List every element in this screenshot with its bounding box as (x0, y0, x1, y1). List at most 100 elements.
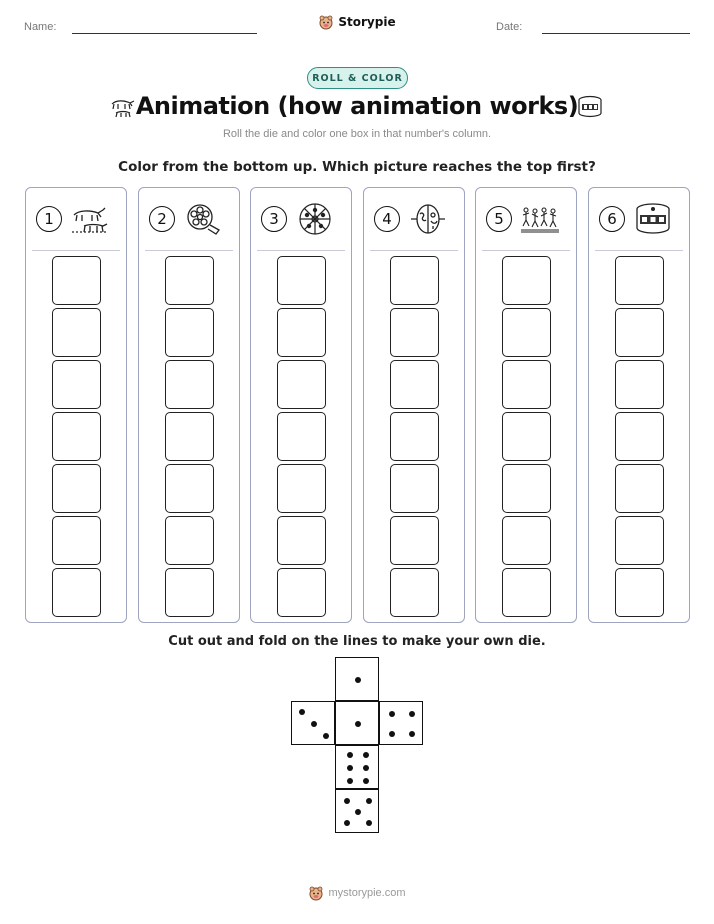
color-box[interactable] (502, 308, 551, 357)
zoetrope-drum-icon (636, 203, 670, 234)
die-pip (363, 765, 369, 771)
die-pip (363, 778, 369, 784)
date-label: Date: (496, 21, 523, 33)
brand-logo: Storypie (0, 14, 714, 30)
column-4: 4 (363, 187, 465, 623)
column-header: 5 (476, 188, 576, 251)
color-box[interactable] (52, 256, 101, 305)
die-pip (323, 733, 329, 739)
color-box[interactable] (502, 256, 551, 305)
column-header: 1 (26, 188, 126, 251)
color-box[interactable] (165, 360, 214, 409)
color-box[interactable] (165, 308, 214, 357)
die-pip (347, 752, 353, 758)
die-face-4 (379, 701, 423, 745)
color-box[interactable] (165, 256, 214, 305)
color-box[interactable] (615, 464, 664, 513)
color-box[interactable] (615, 568, 664, 617)
color-box[interactable] (390, 568, 439, 617)
color-box[interactable] (277, 464, 326, 513)
column-header: 3 (251, 188, 351, 251)
color-box[interactable] (52, 464, 101, 513)
cut-instruction: Cut out and fold on the lines to make yo… (168, 634, 546, 649)
die-pip (409, 731, 415, 737)
color-box[interactable] (502, 516, 551, 565)
cave-painting-animals-icon (72, 207, 108, 233)
storypie-mascot-icon (309, 886, 323, 901)
die-face-3 (291, 701, 335, 745)
column-header: 4 (364, 188, 464, 251)
cave-painting-animals-icon (111, 100, 135, 118)
color-box[interactable] (390, 412, 439, 461)
color-box[interactable] (615, 360, 664, 409)
number-circle: 4 (374, 206, 400, 232)
die-pip (409, 711, 415, 717)
color-box[interactable] (277, 568, 326, 617)
die-face-1 (335, 701, 379, 745)
die-pip (299, 709, 305, 715)
column-divider (482, 250, 570, 251)
thaumatrope-icon (411, 204, 445, 234)
page-title: Animation (how animation works) (135, 92, 579, 120)
color-box[interactable] (277, 516, 326, 565)
color-box[interactable] (502, 412, 551, 461)
film-reel-icon (187, 204, 220, 235)
storypie-mascot-icon (319, 15, 333, 30)
die-pip (344, 798, 350, 804)
die-pip (355, 677, 361, 683)
color-box[interactable] (390, 516, 439, 565)
column-1: 1 (25, 187, 127, 623)
color-box[interactable] (52, 360, 101, 409)
number-circle: 5 (486, 206, 512, 232)
column-3: 3 (250, 187, 352, 623)
column-divider (257, 250, 345, 251)
instruction-text: Color from the bottom up. Which picture … (118, 159, 596, 175)
column-divider (595, 250, 683, 251)
color-box[interactable] (165, 412, 214, 461)
color-box[interactable] (390, 256, 439, 305)
die-pip (389, 711, 395, 717)
column-header: 2 (139, 188, 239, 251)
column-5: 5 (475, 187, 577, 623)
color-box[interactable] (390, 464, 439, 513)
number-circle: 3 (261, 206, 287, 232)
color-box[interactable] (615, 256, 664, 305)
name-line[interactable] (72, 33, 257, 34)
number-circle: 1 (36, 206, 62, 232)
color-box[interactable] (277, 360, 326, 409)
color-box[interactable] (502, 568, 551, 617)
color-box[interactable] (615, 516, 664, 565)
footer: mystorypie.com (0, 885, 714, 901)
color-box[interactable] (277, 308, 326, 357)
number-circle: 6 (599, 206, 625, 232)
column-divider (370, 250, 458, 251)
column-header: 6 (589, 188, 689, 251)
zoetrope-drum-icon (578, 95, 602, 118)
color-box[interactable] (615, 308, 664, 357)
number-circle: 2 (149, 206, 175, 232)
brand-name: Storypie (338, 15, 396, 29)
color-box[interactable] (165, 568, 214, 617)
color-box[interactable] (502, 360, 551, 409)
color-box[interactable] (52, 308, 101, 357)
color-box[interactable] (390, 308, 439, 357)
die-pip (389, 731, 395, 737)
color-box[interactable] (615, 412, 664, 461)
color-box[interactable] (277, 412, 326, 461)
column-2: 2 (138, 187, 240, 623)
color-box[interactable] (165, 516, 214, 565)
die-face-6 (335, 745, 379, 789)
phenakistoscope-disc-icon (299, 203, 331, 235)
die-pip (366, 820, 372, 826)
color-box[interactable] (390, 360, 439, 409)
color-box[interactable] (52, 568, 101, 617)
die-pip (355, 809, 361, 815)
color-box[interactable] (277, 256, 326, 305)
color-box[interactable] (52, 516, 101, 565)
color-box[interactable] (165, 464, 214, 513)
column-divider (145, 250, 233, 251)
page-subtitle: Roll the die and color one box in that n… (222, 128, 492, 140)
date-line[interactable] (542, 33, 690, 34)
color-box[interactable] (502, 464, 551, 513)
color-box[interactable] (52, 412, 101, 461)
